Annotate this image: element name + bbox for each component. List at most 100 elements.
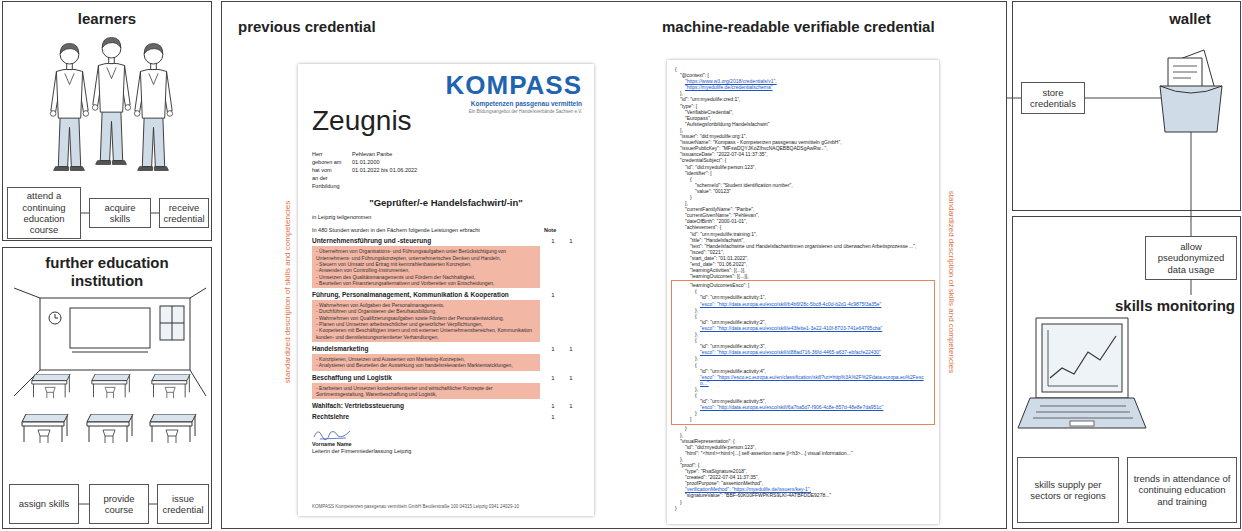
field-value: 01.01.2022 bis 01.06.2022 — [352, 166, 417, 174]
side-annotation: standardized description of skills and c… — [946, 191, 956, 373]
grade: 1 — [562, 237, 580, 245]
box-label: acquire skills — [93, 202, 147, 225]
box-label: allow pseudonymized data usage — [1149, 241, 1233, 275]
code-line: "id": "did:myedulife:person:123", — [675, 444, 931, 450]
grade: 1 — [544, 237, 562, 245]
field-label: an der Fortbildung — [312, 174, 352, 190]
code-line: } — [675, 505, 931, 511]
code-line: "VerifiableCredential", — [675, 109, 931, 115]
code-line: "html": "<html><html>[...] self-assertio… — [675, 450, 931, 456]
panel-title: previous credential — [238, 18, 498, 36]
competence-item: - Konzipieren, Umsetzen und Auswerten vo… — [316, 356, 536, 362]
box-label: receive credential — [163, 202, 205, 225]
code-line: "dateOfBirth": "2000-01-01", — [675, 218, 931, 224]
subject-name: Beschaffung und Logistik — [312, 374, 544, 382]
code-line: "value": "00123" — [675, 188, 931, 194]
field-label: geboren am — [312, 158, 352, 166]
box-label: issue credential — [161, 493, 205, 516]
process-box: assign skills — [9, 484, 79, 524]
connector — [149, 504, 157, 505]
subject-name: Führung, Personalmanagement, Kommunikati… — [312, 291, 544, 299]
code-line: "https://myedulife.de/credentialschema" — [675, 84, 931, 90]
process-box: receive credential — [159, 198, 209, 228]
subject-name: Rechtslehre — [312, 413, 544, 421]
competence-item: - Steuern von Umsatz und Ertrag mit kenn… — [316, 261, 536, 267]
competence-band: - Erarbeiten und Umsetzen kundenorientie… — [312, 383, 540, 400]
process-box: allow pseudonymized data usage — [1145, 236, 1237, 280]
box-label: skills supply per sectors or regions — [1021, 479, 1115, 502]
code-line: "start_date": "01.01.2022", — [675, 255, 931, 261]
field-row: hat vom01.01.2022 bis 01.06.2022 — [312, 166, 580, 174]
subject-row: Rechtslehre1 — [312, 413, 580, 421]
logo-note: Ein Bildungsangebot der Handelsverbände … — [469, 109, 582, 114]
code-line: ] — [675, 416, 931, 422]
grade-cells: 1 — [544, 413, 580, 421]
code-line: "type": "RsaSignature2018", — [675, 468, 931, 474]
code-line: "proof": { — [675, 462, 931, 468]
box-label: trends in attendance of continuing educa… — [1131, 473, 1233, 507]
code-line: "esco": "http://data.europa.eu/esco/skil… — [675, 301, 931, 307]
code-line: "end_date": "01.06.2022", — [675, 261, 931, 267]
grade-heading: Note — [544, 227, 580, 234]
code-line: "issuerPublicKey": "MFswDQYJKoZIhvcNAQEB… — [675, 145, 931, 151]
grade: 1 — [562, 374, 580, 382]
note-text: In 480 Stunden wurden in den Fächern fol… — [312, 227, 544, 234]
subject-row: Führung, Personalmanagement, Kommunikati… — [312, 291, 580, 299]
code-line: "signatureValue": "BBF-60K00FFWPKRS9LKI-… — [675, 492, 931, 498]
code-line: } — [675, 425, 931, 431]
logo-tagline: Kompetenzen passgenau vermitteln — [471, 100, 582, 108]
connector — [151, 213, 159, 214]
process-box: trends in attendance of continuing educa… — [1127, 457, 1237, 523]
certificate-body: HerrPehlevan Panbegeboren am01.01.2000ha… — [312, 150, 580, 455]
subject-name: Wahlfach: Vertriebssteuerung — [312, 402, 544, 410]
code-line: { — [675, 288, 931, 294]
panel: skills monitoring allow pseudonymized dat… — [1012, 216, 1241, 529]
code-line: { — [675, 66, 931, 72]
competence-item: - Übernehmen von Organisations- und Führ… — [316, 248, 536, 261]
code-line: "title": "Handelsfachwirt", — [675, 237, 931, 243]
code-line: "@context": [ — [675, 72, 931, 78]
grade-cells: 11 — [544, 345, 580, 353]
code-line: "id": "urn:myedulife:training:1", — [675, 231, 931, 237]
code-line: "visualRepresentation": { — [675, 438, 931, 444]
code-line: "credentialSubject": { — [675, 157, 931, 163]
code-line: "type": [ — [675, 103, 931, 109]
code-line: "issuer": "did:myedulife:org:1", — [675, 133, 931, 139]
code-line: }, — [675, 456, 931, 462]
code-line: "issuerName": "Kompass - Kompetenzen pas… — [675, 139, 931, 145]
code-line: "esco": "http://data.europa.eu/esco/skil… — [675, 404, 931, 410]
code-line: "proofPurpose": "assertionMethod", — [675, 480, 931, 486]
panel: further education institutionassign skil… — [2, 247, 212, 529]
competence-item: - Wahrnehmen von Qualifizierungsaufgaben… — [316, 315, 536, 321]
code-line: ], — [675, 200, 931, 206]
competence-item: - Wahrnehmen von Aufgaben des Personalma… — [316, 302, 536, 308]
grade-header-row: In 480 Stunden wurden in den Fächern fol… — [312, 227, 580, 234]
process-box: acquire skills — [89, 198, 151, 228]
panel: walletstore credentials — [1012, 1, 1241, 211]
code-line: "Europass", — [675, 115, 931, 121]
code-line: { — [675, 337, 931, 343]
code-line: "id": "did:myedulife:person:123", — [675, 164, 931, 170]
code-line: "identifier": [ — [675, 170, 931, 176]
connector — [1191, 211, 1192, 236]
code-line: "learningActivities": [{...}], — [675, 267, 931, 273]
grade-cells: 11 — [544, 374, 580, 382]
competence-item: - Planen und Umsetzen arbeitsrechtlicher… — [316, 321, 536, 327]
panel-title: skills monitoring — [1113, 297, 1237, 315]
code-line: "id": "urn:myedulife:activity:3", — [675, 343, 931, 349]
code-line: "schemeId": "Student identification numb… — [675, 182, 931, 188]
footer-text: KOMPASS Kompetenzen passgenau vermitteln… — [312, 504, 580, 510]
subject-row: Unternehmensführung und -steuerung11 — [312, 237, 580, 245]
box-label: store credentials — [1025, 87, 1081, 110]
code-line: }, — [675, 432, 931, 438]
connector — [81, 213, 89, 214]
competence-item: - Analysieren und Beurteilen der Auswirk… — [316, 362, 536, 368]
field-row: geboren am01.01.2000 — [312, 158, 580, 166]
field-row: HerrPehlevan Panbe — [312, 150, 580, 158]
code-line: }, — [675, 386, 931, 392]
code-line: { — [675, 362, 931, 368]
note-text: in Leipzig teilgenommen — [312, 214, 580, 221]
code-line: "esco": "https://esco.ec.europa.eu/en/cl… — [675, 374, 931, 386]
